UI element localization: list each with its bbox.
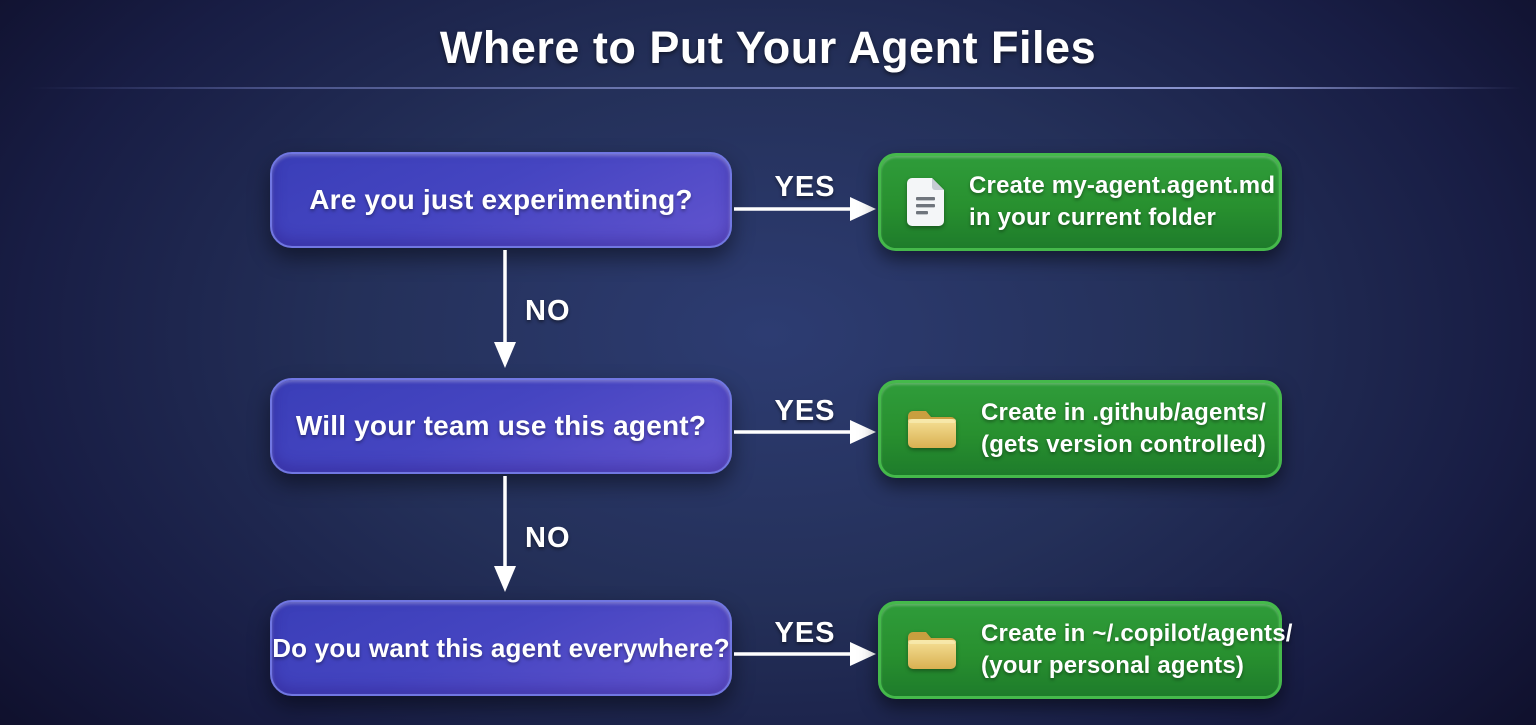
answer-text: Create in .github/agents/ (gets version … <box>981 397 1266 461</box>
question-box-experimenting: Are you just experimenting? <box>270 152 732 248</box>
no-arrow-down <box>494 250 516 368</box>
yes-label: YES <box>774 617 836 649</box>
answer-box-copilot-agents: Create in ~/.copilot/agents/ (your perso… <box>878 601 1292 699</box>
answer-line-1: Create my-agent.agent.md <box>969 172 1276 199</box>
page-title: Where to Put Your Agent Files <box>439 22 1097 73</box>
answer-text: Create my-agent.agent.md in your current… <box>969 170 1275 234</box>
yes-label: YES <box>774 395 836 427</box>
answer-line-2: (gets version controlled) <box>981 431 1267 458</box>
document-icon <box>907 178 944 226</box>
question-text: Will your team use this agent? <box>295 410 707 441</box>
question-box-team-use: Will your team use this agent? <box>270 378 732 474</box>
no-label: NO <box>525 522 571 554</box>
folder-icon <box>908 411 956 448</box>
answer-text: Create in ~/.copilot/agents/ (your perso… <box>981 618 1293 682</box>
answer-line-1: Create in ~/.copilot/agents/ <box>981 620 1293 647</box>
question-text: Do you want this agent everywhere? <box>272 632 730 663</box>
yes-label: YES <box>774 171 836 203</box>
answer-line-1: Create in .github/agents/ <box>981 399 1267 426</box>
no-arrow-down <box>494 476 516 592</box>
folder-icon <box>908 632 956 669</box>
answer-box-current-folder: Create my-agent.agent.md in your current… <box>878 153 1282 251</box>
question-text: Are you just experimenting? <box>309 184 693 215</box>
yes-arrow-right <box>734 642 876 666</box>
yes-arrow-right <box>734 197 876 221</box>
question-box-agent-everywhere: Do you want this agent everywhere? <box>270 600 732 696</box>
answer-line-2: in your current folder <box>969 204 1217 231</box>
title-divider <box>0 87 1536 89</box>
yes-arrow-right <box>734 420 876 444</box>
no-label: NO <box>525 295 571 327</box>
answer-box-github-agents: Create in .github/agents/ (gets version … <box>878 380 1282 478</box>
answer-line-2: (your personal agents) <box>981 652 1245 679</box>
